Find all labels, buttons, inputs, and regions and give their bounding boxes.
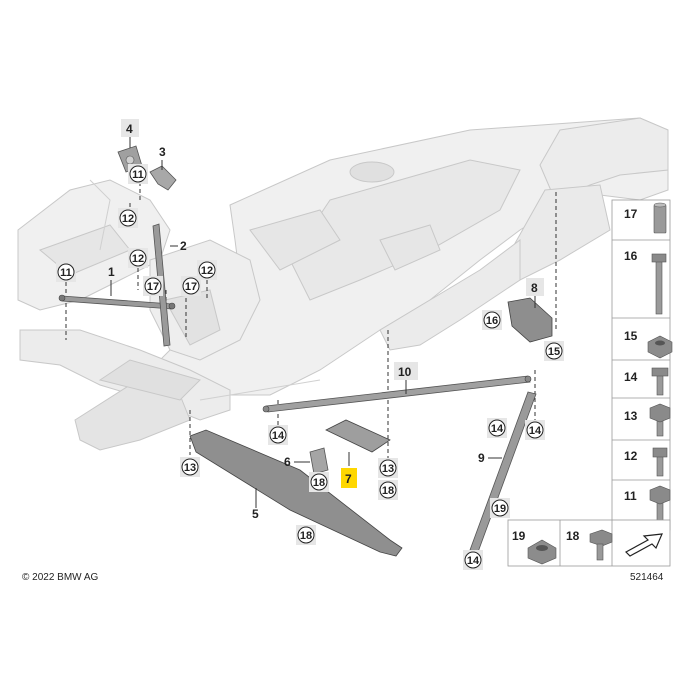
svg-text:14: 14 bbox=[529, 425, 542, 437]
svg-text:18: 18 bbox=[300, 530, 312, 542]
fastener-legend: 17 16 15 14 13 12 11 bbox=[507, 199, 673, 567]
legend-row-13: 13 bbox=[624, 403, 671, 437]
svg-text:14: 14 bbox=[624, 370, 638, 384]
svg-text:14: 14 bbox=[272, 430, 285, 442]
part-label-8: 8 bbox=[526, 278, 544, 308]
part-7-plate bbox=[325, 419, 391, 453]
part-8-bracket bbox=[507, 297, 553, 343]
part-6-bracket bbox=[309, 447, 329, 475]
svg-text:19: 19 bbox=[512, 529, 526, 543]
callout-c2: 11 bbox=[128, 164, 148, 184]
legend-row-14: 14 bbox=[624, 367, 669, 396]
legend-row-15: 15 bbox=[624, 329, 673, 359]
svg-text:7: 7 bbox=[345, 472, 352, 486]
svg-text:12: 12 bbox=[132, 253, 144, 265]
svg-text:17: 17 bbox=[624, 207, 638, 221]
copyright-text: © 2022 BMW AG bbox=[22, 572, 99, 583]
svg-text:17: 17 bbox=[185, 281, 197, 293]
callout-c13: 18 bbox=[296, 525, 316, 545]
callout-c12: 18 bbox=[378, 480, 398, 500]
part-label-3: 3 bbox=[159, 145, 166, 170]
bolt-14-icon bbox=[656, 374, 664, 396]
part-label-4: 4 bbox=[121, 119, 139, 148]
svg-text:3: 3 bbox=[159, 145, 166, 159]
callout-c10: 18 bbox=[309, 472, 329, 492]
svg-text:11: 11 bbox=[624, 489, 637, 503]
svg-text:13: 13 bbox=[624, 409, 638, 423]
callout-c18: 19 bbox=[490, 498, 510, 518]
callout-c17: 14 bbox=[525, 420, 545, 440]
svg-text:12: 12 bbox=[624, 449, 638, 463]
svg-text:18: 18 bbox=[566, 529, 580, 543]
bolt-18-icon bbox=[589, 529, 613, 547]
arrow-icon bbox=[622, 530, 666, 560]
legend-row-19: 19 bbox=[512, 529, 557, 565]
part-label-5: 5 bbox=[252, 488, 259, 521]
svg-text:16: 16 bbox=[624, 249, 638, 263]
part-label-1: 1 bbox=[108, 265, 115, 296]
svg-text:11: 11 bbox=[132, 169, 144, 181]
callout-c4: 17 bbox=[143, 276, 163, 296]
callouts: 11 12 11 12 17 17 12 14 13 18 13 18 18 1… bbox=[56, 164, 564, 570]
svg-text:18: 18 bbox=[382, 485, 394, 497]
svg-text:14: 14 bbox=[467, 555, 480, 567]
callout-c11: 13 bbox=[378, 458, 398, 478]
part-label-7: 7 bbox=[341, 452, 357, 488]
callout-c16: 14 bbox=[487, 418, 507, 438]
part-label-9: 9 bbox=[478, 451, 502, 465]
legend-row-18: 18 bbox=[566, 529, 613, 561]
callout-c5: 17 bbox=[181, 276, 201, 296]
svg-text:4: 4 bbox=[126, 122, 133, 136]
callout-c6: 12 bbox=[197, 260, 217, 280]
callout-c14: 16 bbox=[482, 310, 502, 330]
callout-c15: 15 bbox=[544, 341, 564, 361]
part-3-bracket bbox=[149, 165, 177, 191]
svg-text:15: 15 bbox=[548, 346, 560, 358]
svg-text:2: 2 bbox=[180, 239, 187, 253]
svg-text:14: 14 bbox=[491, 423, 504, 435]
svg-text:17: 17 bbox=[147, 281, 159, 293]
svg-text:13: 13 bbox=[184, 462, 196, 474]
svg-text:9: 9 bbox=[478, 451, 485, 465]
part-5-underbody-panel bbox=[189, 429, 403, 557]
svg-text:5: 5 bbox=[252, 507, 259, 521]
svg-text:16: 16 bbox=[486, 315, 498, 327]
legend-row-16: 16 bbox=[624, 249, 667, 315]
part-label-10: 10 bbox=[394, 362, 418, 394]
bolt-13-icon bbox=[656, 419, 664, 437]
svg-text:10: 10 bbox=[398, 365, 412, 379]
legend-row-17: 17 bbox=[624, 202, 667, 234]
part-10-tie-bar bbox=[265, 375, 531, 413]
diagram-number: 521464 bbox=[630, 572, 664, 583]
callout-c19: 14 bbox=[463, 550, 483, 570]
callout-c9: 13 bbox=[180, 457, 200, 477]
spacer-sleeve-icon bbox=[653, 204, 667, 234]
callout-c8: 14 bbox=[268, 425, 288, 445]
part-labels: 1 2 3 4 5 6 7 8 9 10 bbox=[108, 119, 544, 521]
svg-text:18: 18 bbox=[313, 477, 325, 489]
parts bbox=[58, 145, 553, 557]
flange-nut-icon bbox=[647, 335, 673, 359]
bolt-12-icon bbox=[656, 455, 664, 477]
callout-c1: 12 bbox=[118, 208, 138, 228]
svg-text:13: 13 bbox=[382, 463, 394, 475]
svg-text:19: 19 bbox=[494, 503, 506, 515]
svg-text:1: 1 bbox=[108, 265, 115, 279]
svg-text:12: 12 bbox=[201, 265, 213, 277]
callout-c0: 11 bbox=[56, 262, 76, 282]
nut-19-icon bbox=[527, 539, 557, 565]
svg-text:15: 15 bbox=[624, 329, 638, 343]
part-label-2: 2 bbox=[170, 239, 187, 253]
legend-row-12: 12 bbox=[624, 447, 668, 477]
callout-c3: 12 bbox=[128, 248, 148, 268]
svg-text:8: 8 bbox=[531, 281, 538, 295]
long-bolt-icon bbox=[655, 259, 663, 315]
svg-text:12: 12 bbox=[122, 213, 134, 225]
legend-row-11: 11 bbox=[624, 485, 671, 523]
svg-text:6: 6 bbox=[284, 455, 291, 469]
svg-text:11: 11 bbox=[60, 267, 72, 279]
part-label-6: 6 bbox=[284, 455, 310, 469]
